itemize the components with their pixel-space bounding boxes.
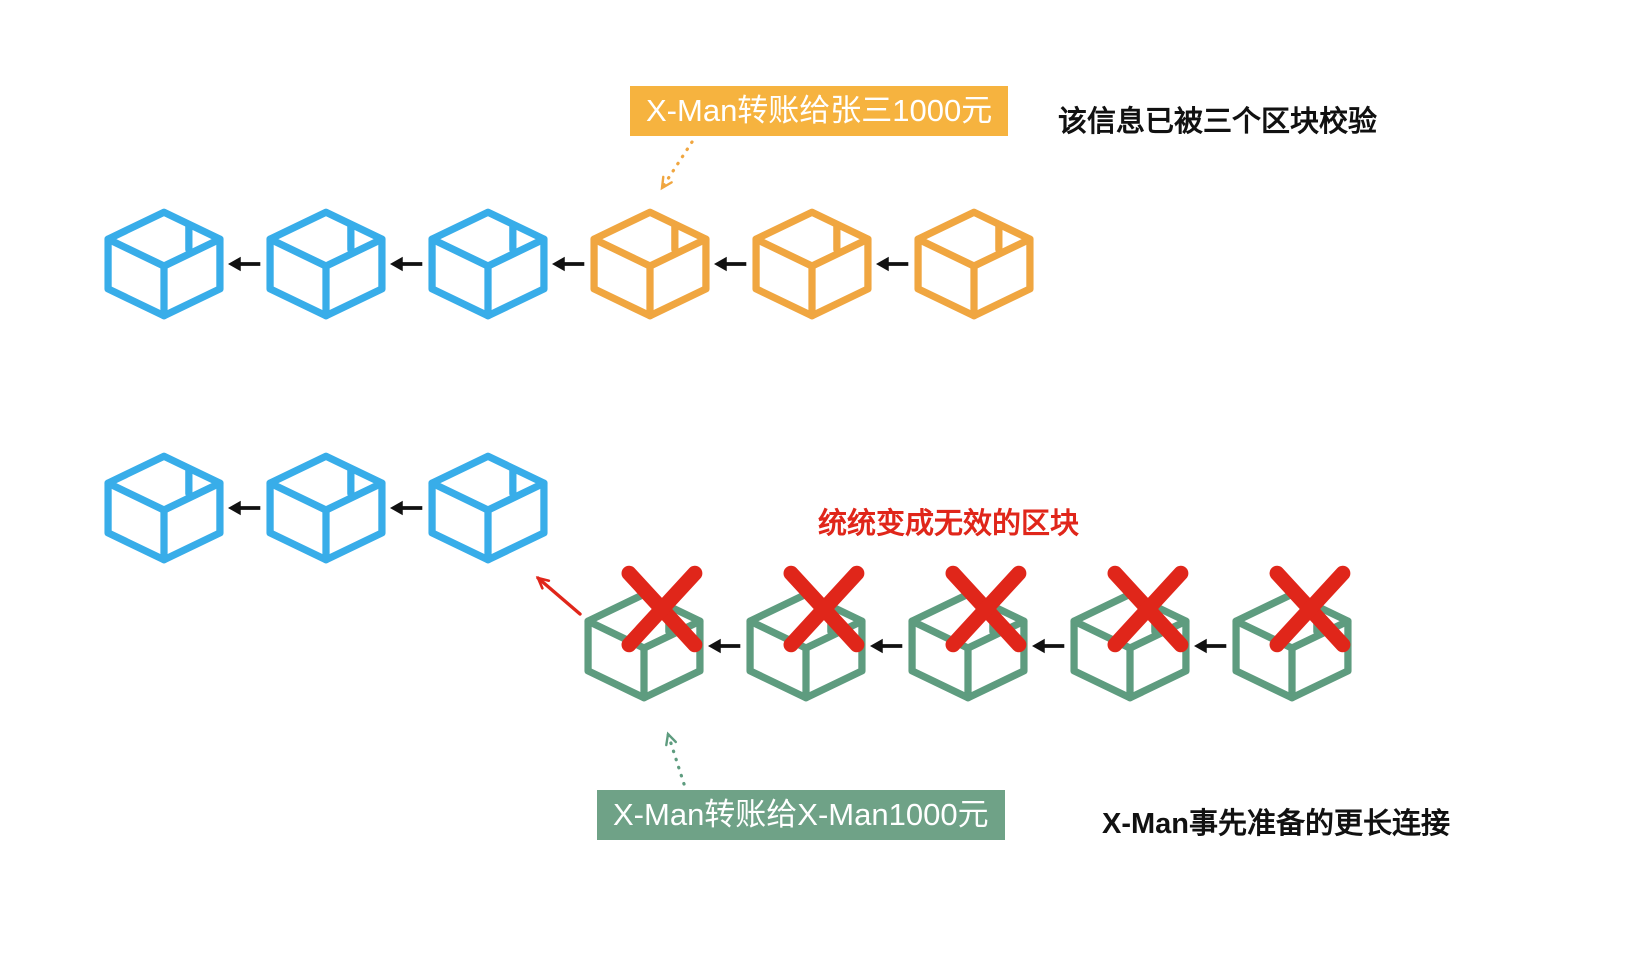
dotted-arrow-to-attacker-block <box>665 731 686 786</box>
block-verified-main-chain-3 <box>424 206 552 322</box>
package-box-icon <box>104 452 224 564</box>
package-box-icon <box>914 208 1034 320</box>
package-box-icon <box>104 208 224 320</box>
block-verified-main-chain-6 <box>910 206 1038 322</box>
block-honest-chain-tail-2 <box>262 450 390 566</box>
invalid-cross-icon <box>621 565 703 653</box>
package-box-icon <box>266 208 386 320</box>
left-arrow-icon <box>1194 638 1227 654</box>
package-box-icon <box>428 452 548 564</box>
block-attacker-longer-chain-5 <box>1228 565 1356 704</box>
transfer-label-legit: X-Man转账给张三1000元 <box>630 86 1009 136</box>
attacker-chain <box>580 565 1356 704</box>
block-honest-chain-tail-3 <box>424 450 552 566</box>
dotted-arrow-to-orange-block <box>660 140 694 191</box>
left-arrow-icon <box>552 256 585 272</box>
left-arrow-icon <box>870 638 903 654</box>
note-invalid-blocks: 统统变成无效的区块 <box>818 508 1080 540</box>
left-arrow-icon <box>1032 638 1065 654</box>
block-verified-main-chain-5 <box>748 206 876 322</box>
block-honest-chain-tail-1 <box>100 450 228 566</box>
block-verified-main-chain-1 <box>100 206 228 322</box>
block-attacker-longer-chain-3 <box>904 565 1032 704</box>
package-box-icon <box>428 208 548 320</box>
invalid-cross-icon <box>1269 565 1351 653</box>
package-box-icon <box>266 452 386 564</box>
block-attacker-longer-chain-4 <box>1066 565 1194 704</box>
left-arrow-icon <box>228 256 261 272</box>
invalid-cross-icon <box>783 565 865 653</box>
invalid-cross-icon <box>1107 565 1189 653</box>
left-arrow-icon <box>228 500 261 516</box>
honest-chain-tail <box>100 450 552 566</box>
invalid-cross-icon <box>945 565 1027 653</box>
left-arrow-icon <box>708 638 741 654</box>
block-attacker-longer-chain-2 <box>742 565 870 704</box>
note-verified-by-three-blocks: 该信息已被三个区块校验 <box>1058 106 1378 138</box>
note-prepared-longer-chain: X-Man事先准备的更长连接 <box>1102 808 1451 840</box>
main-chain <box>100 206 1038 322</box>
left-arrow-icon <box>876 256 909 272</box>
red-arrow-to-valid-chain <box>535 576 582 616</box>
left-arrow-icon <box>390 256 423 272</box>
left-arrow-icon <box>714 256 747 272</box>
block-verified-main-chain-2 <box>262 206 390 322</box>
package-box-icon <box>590 208 710 320</box>
transfer-label-attack: X-Man转账给X-Man1000元 <box>597 790 1005 840</box>
block-attacker-longer-chain-1 <box>580 565 708 704</box>
package-box-icon <box>752 208 872 320</box>
left-arrow-icon <box>390 500 423 516</box>
block-verified-main-chain-4 <box>586 206 714 322</box>
